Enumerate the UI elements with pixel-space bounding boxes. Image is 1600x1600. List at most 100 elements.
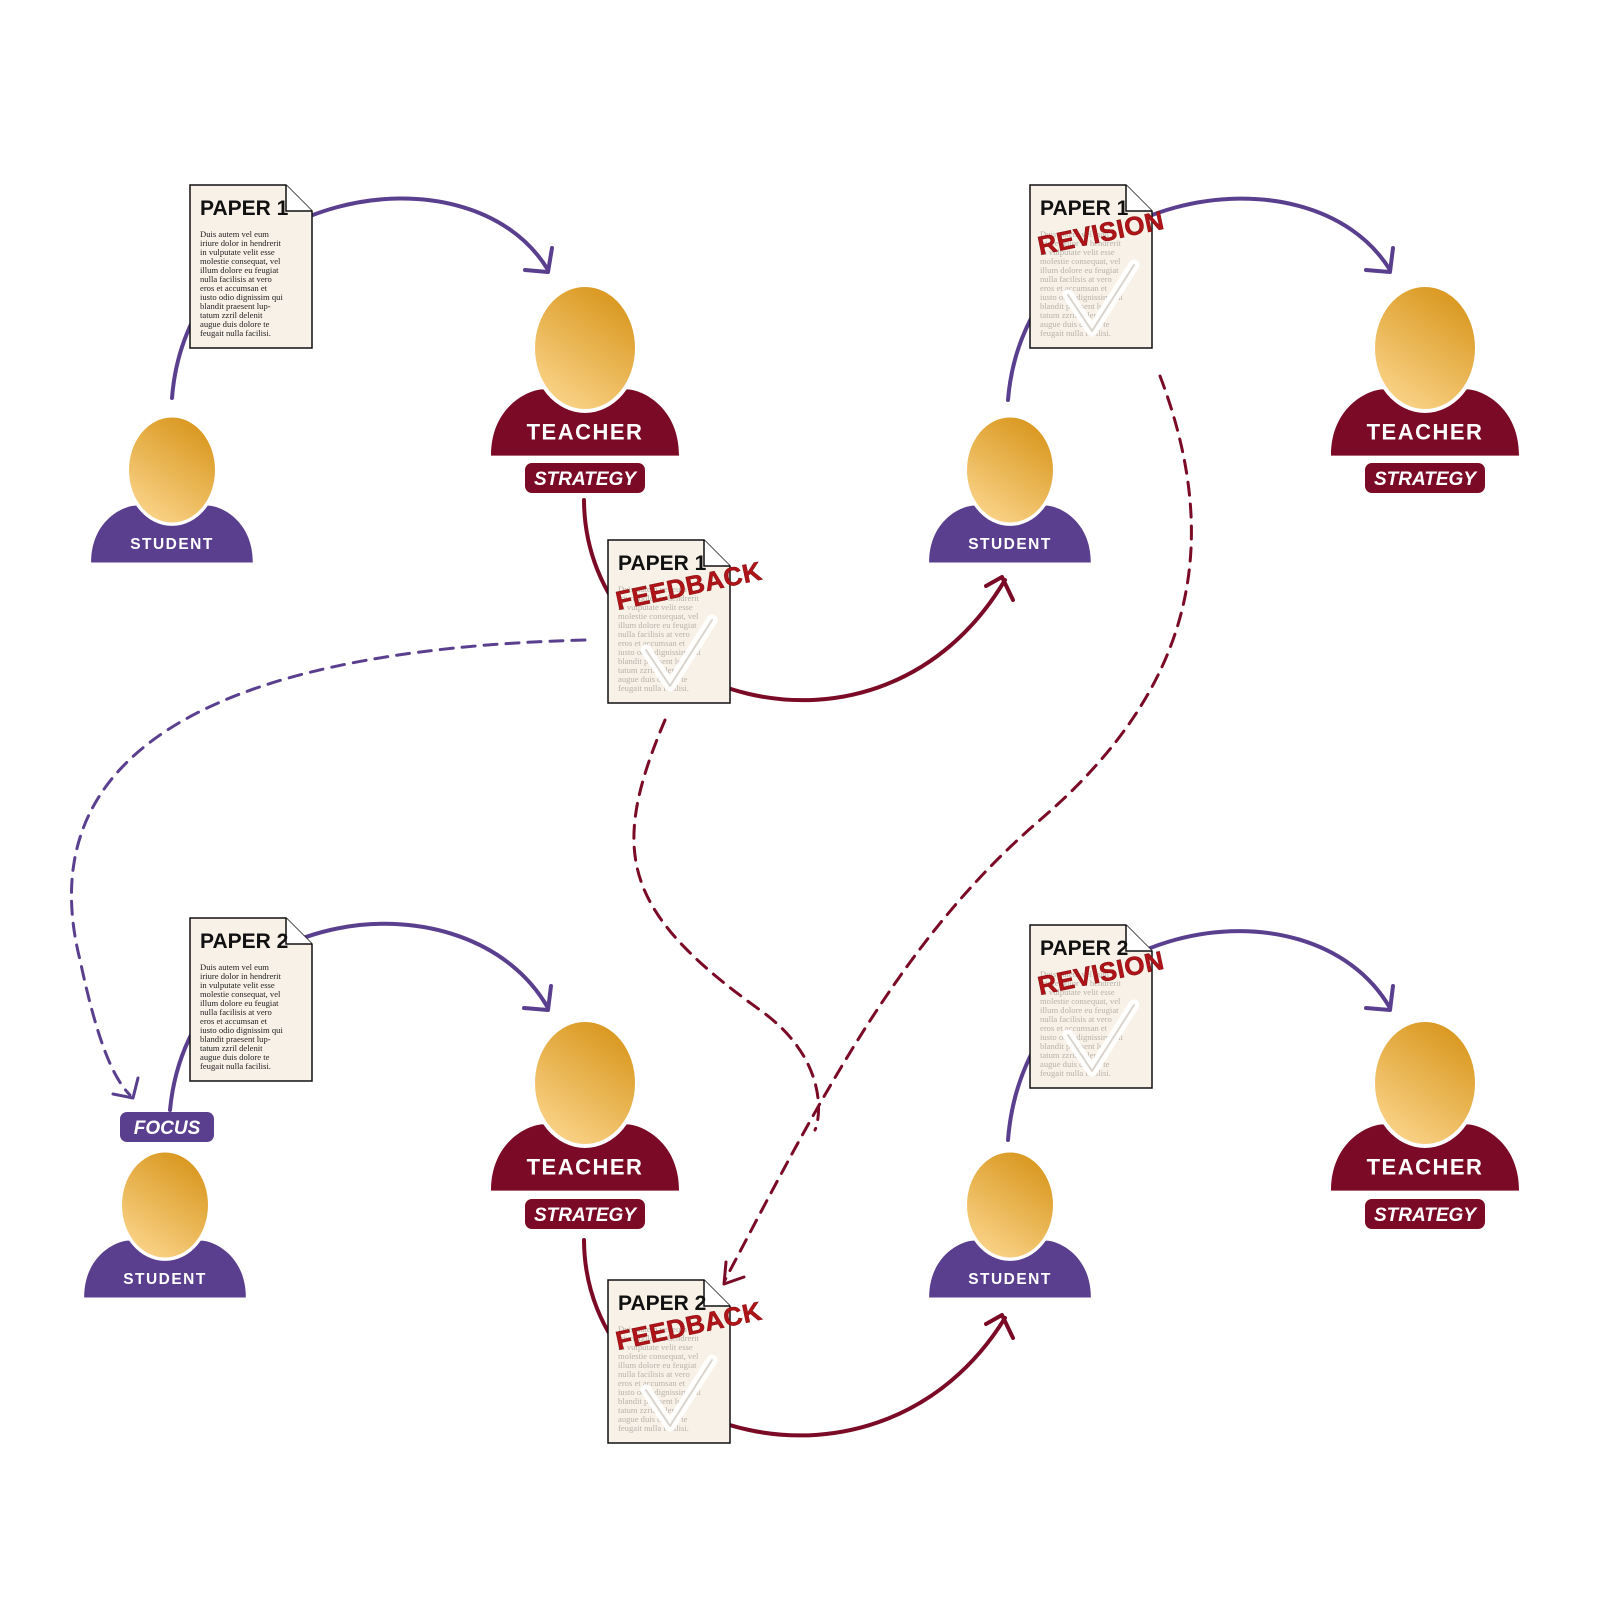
paper-text-line: feugait nulla facilisi. — [618, 683, 689, 693]
arrowhead — [984, 1313, 1015, 1340]
paper-title: PAPER 2 — [1040, 937, 1128, 960]
paper-text-line: Duis autem vel eum — [200, 229, 269, 239]
paper-text-line: iusto odio dignissim qui — [618, 647, 701, 657]
focus-tag: FOCUS — [120, 1112, 214, 1142]
head-icon — [967, 1152, 1053, 1258]
strategy-tag-label: STRATEGY — [1374, 469, 1478, 490]
paper-title: PAPER 1 — [1040, 197, 1129, 220]
paper-text-line: feugait nulla facilisi. — [618, 1423, 689, 1433]
paper-text-line: eros et accumsan et — [618, 638, 686, 648]
return-arrow — [582, 1238, 1007, 1438]
paper-fold — [1125, 925, 1152, 952]
head-icon — [1375, 287, 1475, 409]
paper-text-line: iusto odio dignissim qui — [618, 1387, 701, 1397]
teacher-figure: TEACHER — [1331, 283, 1519, 456]
paper-text-line: molestie consequat, vel — [1040, 996, 1121, 1006]
check-mark-outline — [645, 619, 713, 687]
arrowhead — [984, 575, 1015, 602]
paper-sheet — [189, 917, 313, 1082]
dashed-link-arrow — [723, 374, 1193, 1282]
head-icon — [129, 417, 215, 523]
strategy-tag: STRATEGY — [525, 463, 645, 493]
paper-text-line: tatum zzril delenit — [1040, 1050, 1103, 1060]
teacher-label: TEACHER — [1367, 1155, 1484, 1180]
paper-title: PAPER 1 — [200, 197, 289, 220]
paper-text-line: nulla facilisis at vero — [618, 1369, 690, 1379]
paper-text-line: augue duis dolore te — [200, 1052, 270, 1062]
focus-tag-label: FOCUS — [134, 1118, 201, 1139]
paper-text-line: in vulputate velit esse — [200, 247, 275, 257]
arrowhead — [722, 1260, 746, 1286]
teacher-body — [1331, 389, 1519, 456]
paper-text-line: augue duis dolore te — [1040, 319, 1110, 329]
paper-text-line: illum dolore eu feugiat — [1040, 265, 1119, 275]
paper-text-line: feugait nulla facilisi. — [1040, 1068, 1111, 1078]
arrowhead — [522, 984, 553, 1012]
paper-text-line: iusto odio dignissim qui — [200, 292, 283, 302]
paper-text-line: augue duis dolore te — [618, 674, 688, 684]
paper-text-line: iriure dolor in hendrerit — [618, 1333, 700, 1343]
paper-sheet — [189, 184, 313, 349]
paper-text-line: iriure dolor in hendrerit — [200, 971, 282, 981]
head-icon — [535, 287, 635, 409]
paper-text-line: blandit praesent lup- — [200, 301, 271, 311]
strategy-tag-bg — [1365, 1199, 1485, 1229]
paper-text-line: molestie consequat, vel — [618, 1351, 699, 1361]
strategy-tag-label: STRATEGY — [1374, 1205, 1478, 1226]
paper-sheet — [607, 539, 731, 704]
teacher-label: TEACHER — [527, 420, 644, 445]
paper-text-line: in vulputate velit esse — [618, 602, 693, 612]
student-label: STUDENT — [123, 1271, 207, 1288]
paper-sheet — [607, 1279, 731, 1444]
paper-text-line: tatum zzril delenit — [200, 1043, 263, 1053]
teacher-body — [1331, 1124, 1519, 1191]
student-body — [91, 505, 253, 563]
strategy-tag-bg — [1365, 463, 1485, 493]
paper-text-line: iusto odio dignissim qui — [200, 1025, 283, 1035]
paper-text-line: molestie consequat, vel — [200, 989, 281, 999]
paper-text-line: tatum zzril delenit — [618, 665, 681, 675]
strategy-tag-bg — [525, 463, 645, 493]
head-icon — [122, 1152, 208, 1258]
paper-text-line: nulla facilisis at vero — [200, 274, 272, 284]
paper-text-line: nulla facilisis at vero — [1040, 274, 1112, 284]
paper-text-line: Duis autem vel eum — [1040, 969, 1109, 979]
student-label: STUDENT — [968, 536, 1052, 553]
paper-fold — [703, 1280, 730, 1307]
check-mark-outline — [1067, 1004, 1135, 1072]
dashed-link-arrow — [632, 718, 821, 1132]
paper-text-line: tatum zzril delenit — [1040, 310, 1103, 320]
paper-fold — [285, 918, 312, 945]
paper-fold — [285, 185, 312, 212]
paper-text-line: molestie consequat, vel — [1040, 256, 1121, 266]
paper-text-line: iusto odio dignissim qui — [1040, 1032, 1123, 1042]
teacher-body — [491, 389, 679, 456]
teacher-figure: TEACHER — [1331, 1018, 1519, 1191]
check-mark-outline — [645, 1359, 713, 1427]
paper-title: PAPER 2 — [618, 1292, 706, 1315]
paper-text-line: eros et accumsan et — [618, 1378, 686, 1388]
paper-text-line: Duis autem vel eum — [1040, 229, 1109, 239]
strategy-tag: STRATEGY — [1365, 1199, 1485, 1229]
strategy-tag: STRATEGY — [1365, 463, 1485, 493]
paper-text-line: illum dolore eu feugiat — [618, 1360, 697, 1370]
teacher-body — [491, 1124, 679, 1191]
arrowhead — [523, 246, 554, 274]
paper-sheet — [1029, 184, 1153, 349]
paper-text-line: iriure dolor in hendrerit — [1040, 978, 1122, 988]
student-label: STUDENT — [130, 536, 214, 553]
paper-text-line: eros et accumsan et — [1040, 283, 1108, 293]
paper-text-line: iriure dolor in hendrerit — [618, 593, 700, 603]
paper-text-line: Duis autem vel eum — [618, 584, 687, 594]
paper-text-line: illum dolore eu feugiat — [200, 265, 279, 275]
paper-title: PAPER 2 — [200, 930, 288, 953]
paper-text-line: feugait nulla facilisi. — [200, 1061, 271, 1071]
strategy-tag-bg — [525, 1199, 645, 1229]
focus-tag-bg — [120, 1112, 214, 1142]
paper-text-line: eros et accumsan et — [200, 1016, 268, 1026]
paper-text-line: in vulputate velit esse — [618, 1342, 693, 1352]
